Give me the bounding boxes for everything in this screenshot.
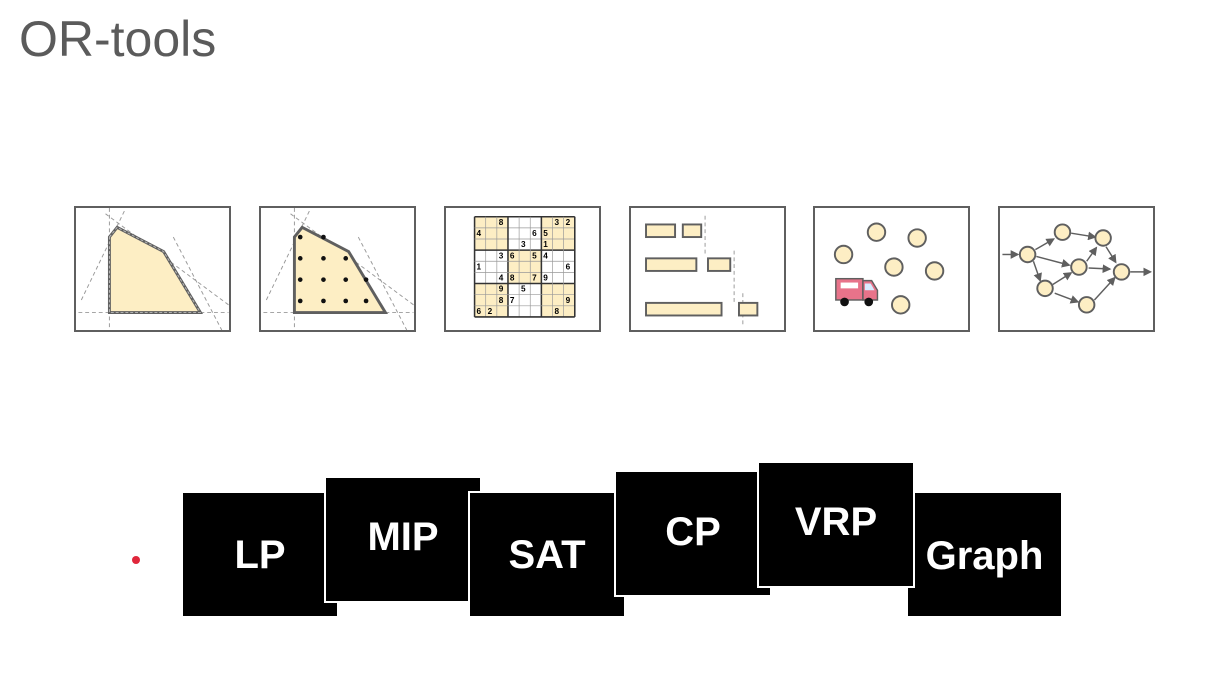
sudoku-digit: 1 [477, 262, 482, 271]
graph-tile[interactable]: Graph [906, 491, 1063, 618]
sudoku-digit: 8 [499, 218, 504, 227]
vrp-delivery-panel [813, 206, 970, 332]
sudoku-digit: 5 [543, 229, 548, 238]
sudoku-digit: 4 [543, 251, 548, 260]
graph-label: Graph [925, 534, 1044, 578]
truck-icon [833, 222, 945, 315]
network-graph-icon [1002, 223, 1153, 314]
cp-schedule-panel [629, 206, 786, 332]
polytope-icon [78, 208, 229, 330]
sudoku-digit: 2 [566, 218, 571, 227]
sudoku-digit: 9 [499, 285, 504, 294]
sudoku-box [541, 283, 575, 317]
sudoku-digit: 2 [488, 307, 493, 316]
sudoku-digit: 6 [532, 229, 537, 238]
sat-tile[interactable]: SAT [468, 491, 626, 618]
lp-tile[interactable]: LP [181, 491, 339, 618]
sudoku-box [474, 216, 508, 251]
sudoku-digit: 7 [532, 274, 537, 283]
sudoku-digit: 1 [543, 240, 548, 249]
vrp-tile[interactable]: VRP [757, 461, 915, 588]
cp-tile[interactable]: CP [614, 470, 772, 597]
laser-pointer-dot [132, 556, 140, 564]
mip-lattice-panel [259, 206, 416, 332]
sudoku-digit: 9 [543, 274, 548, 283]
lp-label: LP [234, 533, 286, 577]
sat-label: SAT [508, 533, 586, 577]
sudoku-digit: 6 [566, 262, 571, 271]
sudoku-digit: 8 [499, 296, 504, 305]
sudoku-digit: 7 [510, 296, 515, 305]
sudoku-box [507, 250, 542, 284]
sudoku-digit: 4 [477, 229, 482, 238]
sudoku-digit: 6 [510, 251, 515, 260]
vrp-label: VRP [794, 500, 878, 544]
mip-tile[interactable]: MIP [324, 476, 482, 603]
sudoku-digit: 3 [521, 240, 526, 249]
sudoku-digit: 4 [499, 274, 504, 283]
page-title: OR-tools [19, 11, 217, 67]
sudoku-digit: 3 [499, 251, 504, 260]
sudoku-box [474, 283, 508, 317]
sudoku-digit: 5 [532, 251, 537, 260]
cp-label: CP [665, 510, 721, 554]
gantt-icon [645, 215, 759, 327]
sudoku-digit: 8 [554, 307, 559, 316]
sudoku-digit: 3 [554, 218, 559, 227]
lattice-polytope-icon [263, 208, 414, 330]
sudoku-box [541, 216, 575, 251]
sudoku-digit: 8 [510, 274, 515, 283]
sudoku-digit: 6 [477, 307, 482, 316]
lp-polytope-panel [74, 206, 231, 332]
sudoku-digit: 5 [521, 285, 526, 294]
graph-network-panel [998, 206, 1155, 332]
mip-label: MIP [367, 515, 439, 559]
sudoku-digit: 9 [566, 296, 571, 305]
